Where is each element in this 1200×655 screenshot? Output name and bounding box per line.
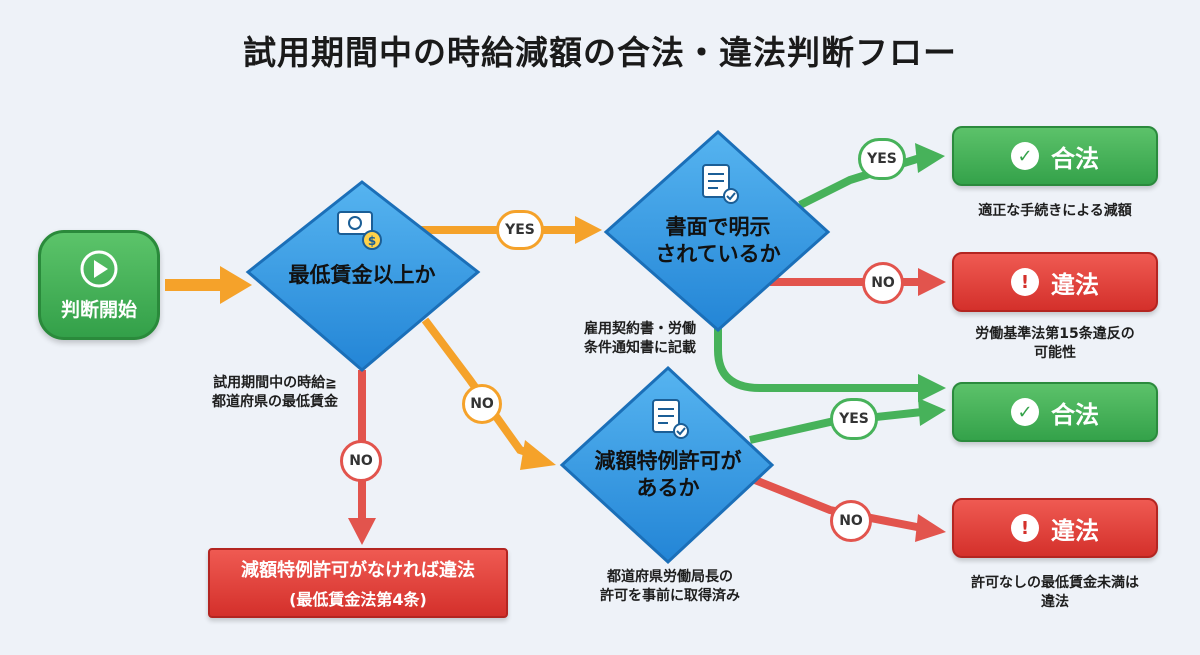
illegal-without-permit-box: 減額特例許可がなければ違法 (最低賃金法第4条) [208, 548, 508, 618]
yes-badge: YES [830, 398, 878, 440]
result-legal-1-note: 適正な手続きによる減額 [978, 203, 1132, 219]
written-diamond [603, 129, 831, 333]
start-node: 判断開始 [38, 230, 160, 340]
arrow-written-to-legal [714, 322, 946, 402]
special-label: 減額特例許可が あるか [594, 449, 742, 500]
written-label: 書面で明示 されているか [655, 215, 781, 266]
money-icon: $ [337, 211, 382, 250]
min-wage-label: 最低賃金以上か [288, 263, 436, 287]
yes-badge: YES [496, 210, 544, 250]
check-icon: ✓ [1011, 142, 1039, 170]
no-badge: NO [340, 440, 382, 482]
special-note: 都道府県労働局長の 許可を事前に取得済み [600, 569, 740, 604]
document-check-icon [702, 164, 739, 204]
no-badge: NO [830, 500, 872, 542]
yes-badge: YES [858, 138, 906, 180]
result-illegal-2: ! 違法 [952, 498, 1158, 558]
page-title: 試用期間中の時給減額の合法・違法判断フロー [243, 33, 957, 72]
result-legal-1: ✓ 合法 [952, 126, 1158, 186]
min-wage-note: 試用期間中の時給≧ 都道府県の最低賃金 [212, 375, 338, 410]
result-legal-2: ✓ 合法 [952, 382, 1158, 442]
result-illegal-1-note: 労働基準法第15条違反の 可能性 [975, 326, 1135, 361]
document-check-icon [652, 399, 689, 439]
exclamation-icon: ! [1011, 268, 1039, 296]
start-label: 判断開始 [60, 298, 137, 321]
min-wage-diamond [245, 180, 481, 372]
svg-text:$: $ [368, 234, 376, 248]
arrow-written-no [770, 268, 946, 296]
result-illegal-2-note: 許可なしの最低賃金未満は 違法 [971, 575, 1139, 610]
check-icon: ✓ [1011, 398, 1039, 426]
play-icon [80, 250, 118, 287]
special-diamond [559, 365, 775, 565]
no-badge: NO [462, 384, 502, 424]
written-note: 雇用契約書・労働 条件通知書に記載 [584, 321, 696, 356]
result-illegal-1: ! 違法 [952, 252, 1158, 312]
arrow-start-to-min-wage [165, 266, 252, 304]
exclamation-icon: ! [1011, 514, 1039, 542]
arrow-special-no [753, 476, 946, 542]
no-badge: NO [862, 262, 904, 304]
